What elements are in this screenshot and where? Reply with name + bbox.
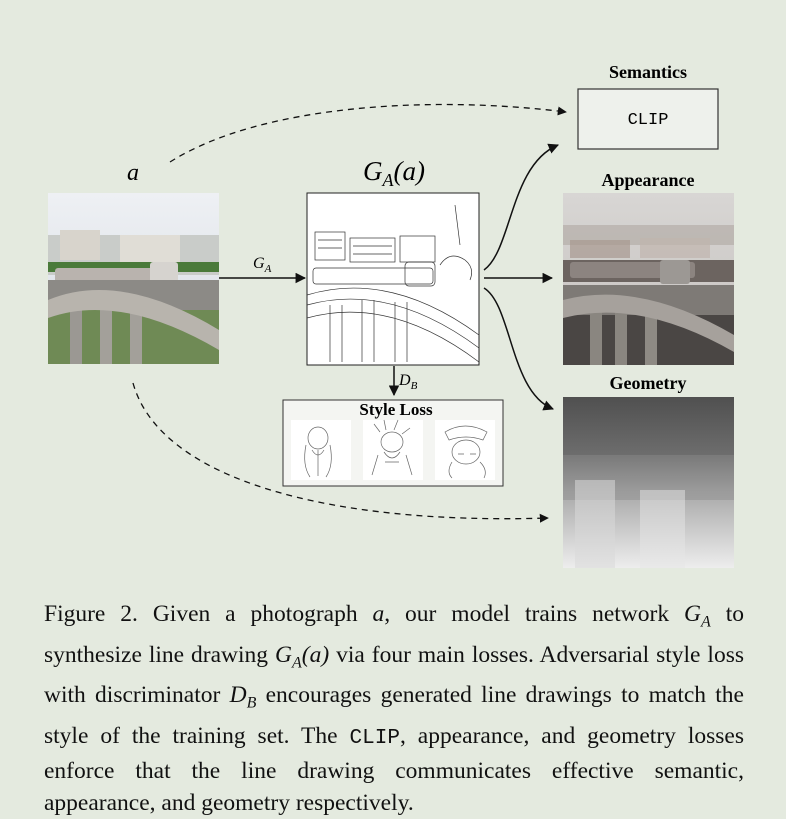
arrow-geometry [483,287,554,411]
arrows [132,103,567,523]
caption-math-sub: A [701,613,711,631]
caption-math-a: a [372,601,385,627]
caption-math-db: D [229,682,247,709]
dashed-arrow-geometry [132,382,549,523]
pipeline-diagram: a GA(a) GA DB Style Loss Semantics CLIP … [48,62,734,568]
figure-caption: Figure 2. Given a photograph a, our mode… [44,598,744,819]
line-drawing-label: GA(a) [363,156,425,190]
clip-box [577,88,719,150]
arrow-db-label: DB [398,372,418,392]
geometry-title: Geometry [610,373,687,393]
caption-text: encourages generated line drawings to ma… [44,682,744,750]
line-drawing [306,192,480,366]
caption-math-arg: (a) [301,641,330,668]
caption-text: via four main losses. Adversarial style … [44,641,744,709]
geometry-image [563,397,734,568]
appearance-image [563,193,734,365]
caption-text: to synthesize line drawing [44,601,744,668]
arrow-ga-label: GA [253,255,272,275]
caption-math-sub: B [246,695,257,713]
semantics-title: Semantics [609,62,687,82]
caption-text: Figure 2. Given a photograph [44,601,373,627]
clip-label: CLIP [628,111,669,130]
caption-math-ga2: G [275,641,292,668]
caption-math-sub: A [291,654,302,672]
appearance-title: Appearance [602,170,695,190]
input-photograph [48,193,219,364]
arrow-clip [483,143,559,271]
caption-math-ga: G [684,601,702,627]
caption-text: , our model trains network [384,601,685,627]
style-loss-box [282,399,504,487]
input-label: a [127,160,139,186]
style-loss-title: Style Loss [359,400,433,419]
dashed-arrow-semantics [169,103,567,163]
caption-text: , appearance, and geometry losses enforc… [44,723,744,817]
caption-clip: CLIP [349,727,400,751]
